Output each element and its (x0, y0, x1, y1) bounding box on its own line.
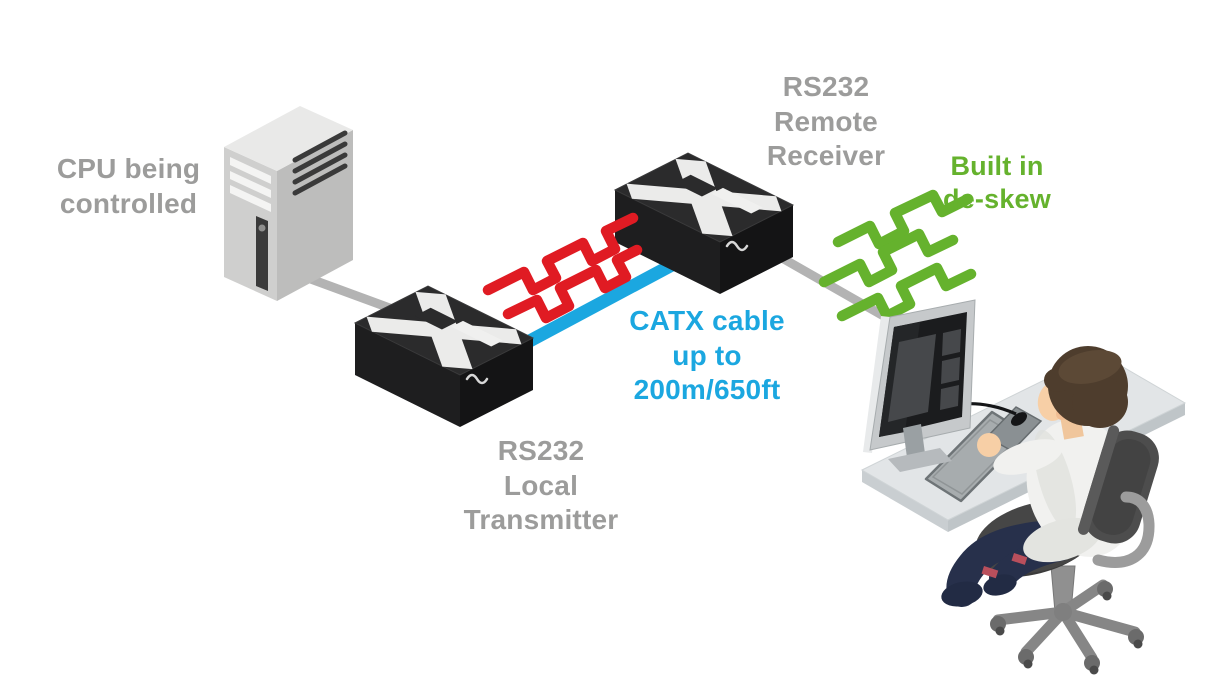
skewed-signal-icon (482, 212, 643, 324)
monitor-base (888, 448, 952, 472)
cpu-drive-bays (230, 157, 271, 212)
mouse-pad (985, 406, 1043, 452)
shoe (983, 574, 1017, 596)
mouse (1010, 412, 1028, 426)
deskew-label: Built in de-skew (943, 151, 1051, 215)
screen-windows (888, 329, 961, 422)
person-head (1037, 346, 1128, 440)
monitor (863, 299, 976, 472)
person-legs (941, 520, 1073, 607)
person-hand (977, 433, 1001, 457)
cpu-vent-slats (292, 130, 348, 196)
transmitter-label: RS232 Local Transmitter (463, 435, 619, 536)
cpu-top-face (224, 106, 353, 171)
cpu-front-strip (256, 216, 268, 291)
deskewed-signal-icon (818, 189, 977, 322)
cpu-power-button (258, 224, 266, 232)
chair-armrest (1092, 491, 1155, 568)
chair-back (1077, 425, 1159, 568)
catx-cable-label: CATX cable up to 200m/650ft (629, 305, 785, 406)
cable-cpu-to-transmitter (303, 273, 400, 315)
cpu-tower (224, 106, 353, 301)
cpu-label: CPU being controlled (56, 153, 201, 219)
shoe (941, 581, 983, 607)
person-arm (993, 439, 1063, 475)
receiver-label: RS232 Remote Receiver (766, 71, 886, 172)
chair-base (990, 565, 1144, 675)
workstation (860, 299, 1187, 675)
